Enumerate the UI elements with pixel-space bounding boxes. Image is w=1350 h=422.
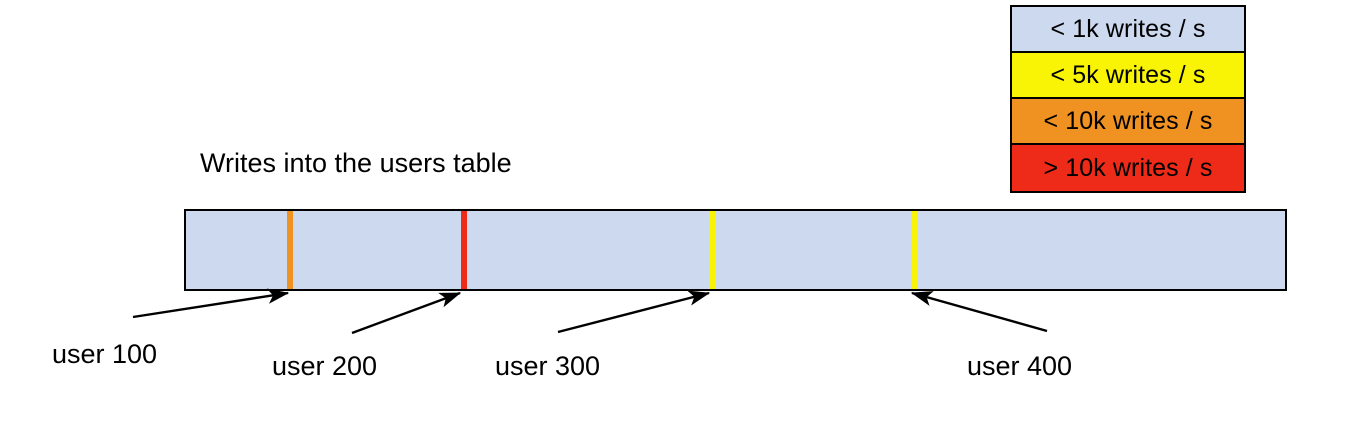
callout-arrow-user-400 [910, 291, 1048, 333]
legend-label-under-5k: < 5k writes / s [1050, 60, 1206, 89]
callout-arrow-user-200 [351, 291, 462, 335]
bar-marker-user-100 [287, 211, 293, 289]
users-table-bar [184, 209, 1287, 291]
user-label-300: user 300 [495, 351, 601, 381]
writes-legend: < 1k writes / s < 5k writes / s < 10k wr… [1010, 5, 1246, 193]
user-label-100: user 100 [52, 339, 158, 369]
legend-row-under-10k: < 10k writes / s [1012, 99, 1244, 145]
callout-arrow-user-100 [132, 288, 290, 319]
user-label-400: user 400 [967, 351, 1073, 381]
user-label-200: user 200 [272, 351, 378, 381]
callout-arrow-user-300 [557, 290, 711, 334]
legend-row-under-5k: < 5k writes / s [1012, 53, 1244, 99]
bar-marker-user-400 [912, 211, 918, 289]
chart-title: Writes into the users table [200, 148, 512, 178]
legend-label-under-10k: < 10k writes / s [1043, 106, 1213, 135]
bar-marker-user-300 [710, 211, 716, 289]
legend-label-under-1k: < 1k writes / s [1050, 14, 1206, 43]
legend-row-under-1k: < 1k writes / s [1012, 7, 1244, 53]
bar-marker-user-200 [461, 211, 467, 289]
legend-label-over-10k: > 10k writes / s [1043, 153, 1213, 182]
legend-row-over-10k: > 10k writes / s [1012, 145, 1244, 191]
